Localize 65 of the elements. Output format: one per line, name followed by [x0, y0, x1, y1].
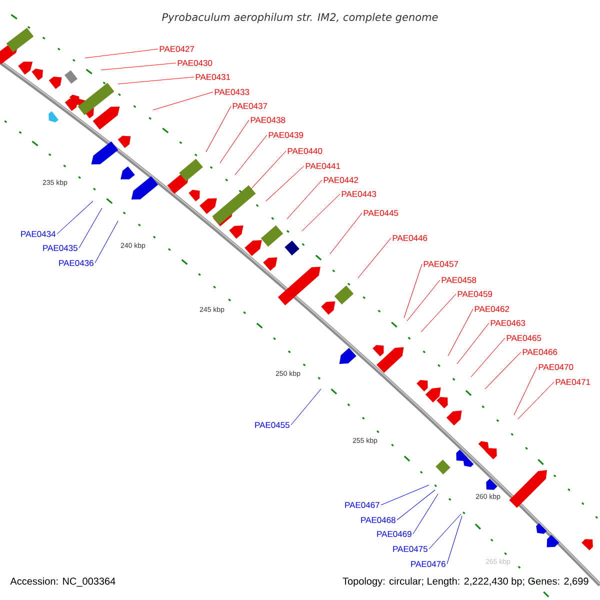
title: Pyrobaculum aerophilum str. IM2, complete genome [162, 12, 438, 24]
gene-label: PAE0471 [556, 379, 590, 385]
leader-line [290, 388, 322, 426]
gene-label: PAE0458 [442, 277, 476, 283]
gene-label: PAE0440 [288, 148, 322, 154]
leader-line [250, 150, 286, 190]
gene-label: PAE0459 [458, 291, 492, 297]
gene-label: PAE0435 [43, 245, 78, 251]
gene-label: PAE0469 [377, 531, 412, 537]
gene-label: PAE0466 [522, 349, 558, 355]
leader-line [220, 120, 250, 164]
gene-label: PAE0433 [214, 89, 250, 95]
gene-label: PAE0441 [306, 163, 340, 169]
leader-line [448, 308, 474, 356]
gene-label: PAE0434 [21, 231, 56, 237]
leader-line [396, 490, 436, 520]
leader-line [514, 366, 538, 416]
gene-label: PAE0467 [345, 502, 380, 508]
gene-label: PAE0431 [196, 74, 230, 80]
gene-label: PAE0475 [393, 546, 428, 552]
gene-label: PAE0442 [324, 177, 358, 183]
leader-line [206, 106, 232, 152]
gene-label: PAE0457 [424, 261, 458, 267]
leader-line [266, 166, 304, 202]
leader-line [420, 294, 456, 332]
footer-text: Topology: circular; Length: 2,222,430 bp; Genes: 2,699 [342, 577, 588, 587]
gene-label: PAE0436 [59, 260, 94, 266]
leader-line [380, 484, 430, 506]
gene-label: PAE0438 [250, 117, 286, 123]
leader-line [456, 322, 490, 364]
gene-label: PAE0455 [255, 422, 290, 428]
gene-label: PAE0468 [361, 517, 396, 523]
leader-line [84, 48, 158, 58]
leader-line [118, 76, 194, 84]
gene-label: PAE0465 [506, 335, 542, 341]
leader-line [330, 212, 362, 254]
gene-label: PAE0446 [392, 235, 428, 241]
leader-line [152, 92, 214, 110]
gene-label: PAE0443 [342, 191, 376, 197]
leader-line [470, 338, 506, 378]
leader-line [78, 208, 102, 248]
gene-label: PAE0437 [232, 103, 268, 109]
gene-label: PAE0430 [178, 60, 212, 66]
leader-line [358, 238, 392, 278]
footer-text: Accession: NC_003364 [10, 577, 116, 587]
leader-line [100, 62, 176, 70]
leader-line [518, 382, 554, 420]
leader-line [412, 494, 438, 534]
leader-line [428, 514, 462, 550]
gene-label: PAE0439 [268, 132, 304, 138]
leader-line [446, 516, 462, 564]
gene-label: PAE0476 [411, 561, 446, 567]
leader-line [94, 220, 118, 264]
leader-line [234, 134, 268, 176]
leader-line [484, 352, 522, 390]
gene-label: PAE0427 [160, 46, 194, 52]
leader-line [302, 194, 340, 232]
gene-label: PAE0470 [538, 364, 574, 370]
leader-line [404, 264, 422, 318]
gene-label: PAE0445 [364, 210, 398, 216]
gene-label: PAE0463 [490, 320, 526, 326]
leader-line [406, 280, 440, 322]
leader-line [286, 180, 322, 220]
gene-label: PAE0462 [474, 306, 510, 312]
leader-line [56, 200, 94, 234]
